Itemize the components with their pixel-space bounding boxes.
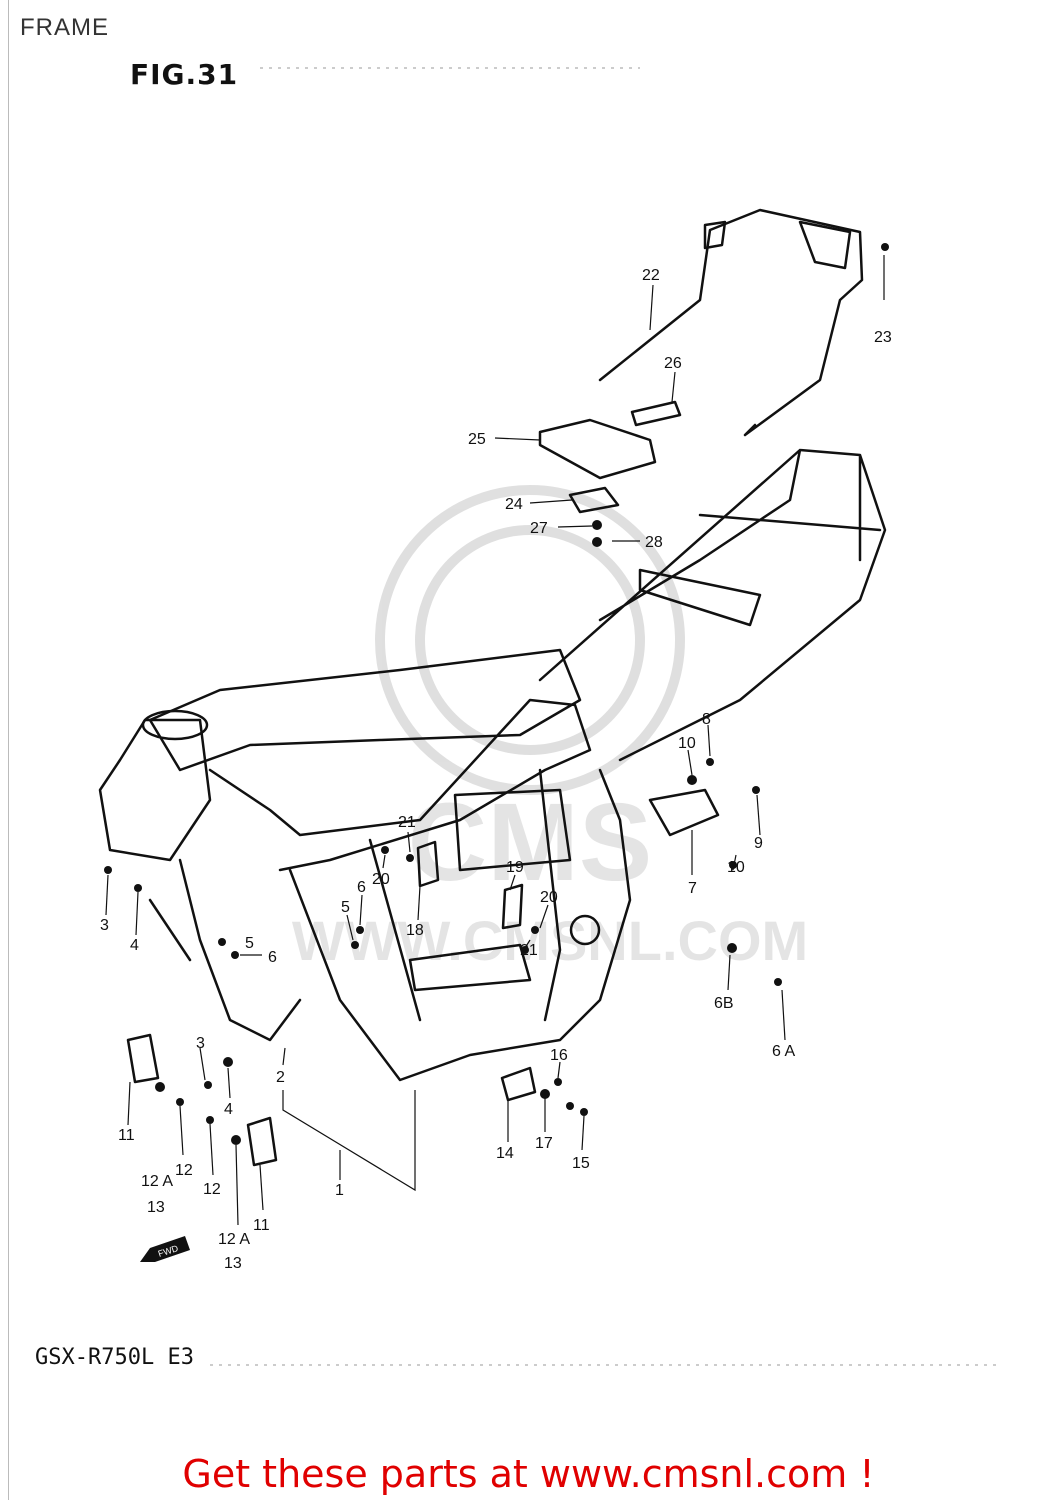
callout-10b[interactable]: 10: [727, 859, 745, 876]
footer-cta-link[interactable]: Get these parts at www.cmsnl.com !: [182, 1452, 875, 1496]
callout-5a[interactable]: 5: [341, 899, 350, 916]
steering-head-top: [141, 709, 209, 741]
leader-lines: [105, 255, 885, 1226]
callout-26[interactable]: 26: [664, 355, 682, 372]
callout-10a[interactable]: 10: [678, 735, 696, 752]
hanger-bracket-14: [500, 1066, 537, 1102]
mount-plate-11a: [126, 1033, 160, 1084]
down-tube-left: [148, 858, 302, 1042]
callout-3a[interactable]: 3: [100, 917, 109, 934]
guide-lines: [210, 67, 1000, 1366]
bracket-18: [416, 840, 440, 888]
callout-7[interactable]: 7: [688, 880, 697, 897]
callout-6a[interactable]: 6: [357, 879, 366, 896]
main-frame-right-spar: [208, 698, 592, 872]
callout-8[interactable]: 8: [702, 711, 711, 728]
callout-19[interactable]: 19: [506, 859, 524, 876]
lower-cradle: [288, 768, 632, 1082]
callout-2[interactable]: 2: [276, 1069, 285, 1086]
callout-25[interactable]: 25: [468, 431, 486, 448]
main-frame-left-spar: [148, 648, 582, 772]
page-margin-line: [8, 0, 9, 1500]
callout-24[interactable]: 24: [505, 496, 523, 513]
callout-15[interactable]: 15: [572, 1155, 590, 1172]
callout-20a[interactable]: 20: [372, 871, 390, 888]
callout-14[interactable]: 14: [496, 1145, 514, 1162]
callout-20b[interactable]: 20: [540, 889, 558, 906]
callout-12Aa[interactable]: 12 A: [141, 1173, 173, 1190]
figure-label: FIG.31: [130, 58, 239, 91]
callout-3b[interactable]: 3: [196, 1035, 205, 1052]
callout-12a[interactable]: 12: [175, 1162, 193, 1179]
bracket-24: [568, 486, 620, 514]
mount-plate-11b: [246, 1116, 278, 1167]
callout-21a[interactable]: 21: [398, 814, 416, 831]
rail-bracket-plate: [798, 220, 852, 270]
hardware: [104, 243, 889, 1145]
forward-arrow-icon: FWD: [140, 1236, 190, 1262]
callout-11a[interactable]: 11: [118, 1127, 135, 1144]
page-title: FRAME: [20, 14, 109, 41]
callout-11b[interactable]: 11: [253, 1217, 270, 1234]
bracket-19: [501, 883, 524, 930]
callout-4a[interactable]: 4: [130, 937, 139, 954]
steering-head: [98, 718, 212, 862]
bracket-26: [630, 400, 682, 427]
callout-6b[interactable]: 6: [268, 949, 277, 966]
callout-13b[interactable]: 13: [224, 1255, 242, 1272]
callout-13a[interactable]: 13: [147, 1199, 165, 1216]
callout-6A[interactable]: 6 A: [772, 1043, 795, 1060]
grab-rail: [598, 208, 864, 437]
callout-18[interactable]: 18: [406, 922, 424, 939]
watermark-text: CMS: [408, 781, 652, 904]
callout-17[interactable]: 17: [535, 1135, 553, 1152]
callout-23[interactable]: 23: [874, 329, 892, 346]
callout-27[interactable]: 27: [530, 520, 548, 537]
bracket-7: [648, 788, 720, 837]
part-labels: 22 23 26 25 24 27 28 8 10 9 10 7 21 20 6…: [100, 267, 892, 1272]
pivot-boss: [569, 914, 601, 946]
callout-4b[interactable]: 4: [224, 1101, 233, 1118]
model-label: GSX-R750L E3: [35, 1345, 194, 1370]
callout-12b[interactable]: 12: [203, 1181, 221, 1198]
callout-12Ab[interactable]: 12 A: [218, 1231, 250, 1248]
callout-1[interactable]: 1: [335, 1182, 344, 1199]
callout-5b[interactable]: 5: [245, 935, 254, 952]
callout-22[interactable]: 22: [642, 267, 660, 284]
callout-28[interactable]: 28: [645, 534, 663, 551]
engine-mount-plates: [408, 788, 572, 992]
watermark-site: WWW.CMSNL.COM: [292, 909, 808, 972]
watermark-logo: [375, 485, 685, 795]
seat-rail-frame: [538, 448, 887, 762]
callout-16[interactable]: 16: [550, 1047, 568, 1064]
rail-bracket-left: [703, 220, 727, 250]
callout-6B[interactable]: 6B: [714, 995, 734, 1012]
callout-21b[interactable]: 21: [520, 942, 538, 959]
callout-9[interactable]: 9: [754, 835, 763, 852]
pad-25: [538, 418, 657, 480]
